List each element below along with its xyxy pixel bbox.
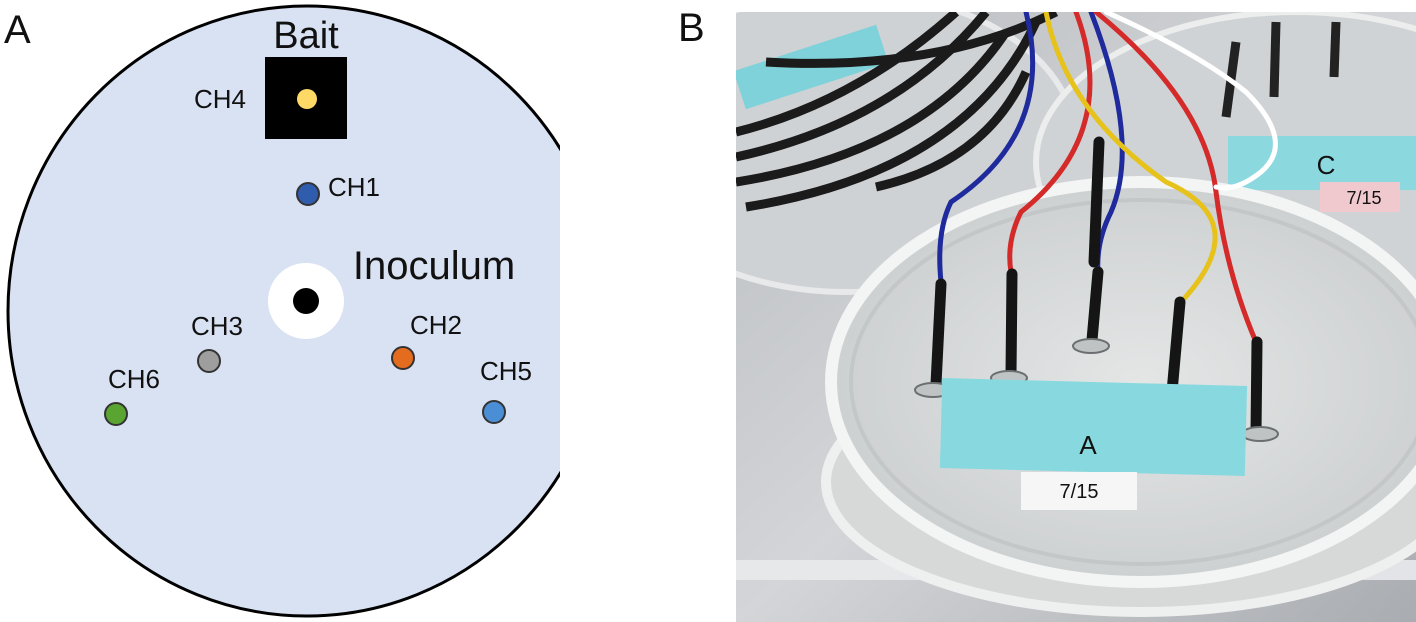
electrode-ch4 — [297, 89, 317, 109]
electrode-ch2 — [391, 346, 415, 370]
channel-label-ch4: CH4 — [194, 84, 246, 114]
channel-label-ch3: CH3 — [191, 311, 243, 341]
back-dish-date-tag — [1320, 182, 1400, 212]
channel-label-ch6: CH6 — [108, 364, 160, 394]
channel-ch1: CH1 — [296, 172, 380, 206]
plate-photo: C 7/15 — [736, 12, 1416, 622]
dish-date-label: 7/15 — [1060, 481, 1099, 503]
inoculum-label: Inoculum — [353, 244, 515, 288]
channel-ch6: CH6 — [104, 364, 160, 426]
channel-ch4: CH4 — [194, 84, 317, 114]
electrode-ch5 — [482, 400, 506, 424]
dish-tape-label: A — [1079, 430, 1097, 460]
channel-label-ch2: CH2 — [410, 310, 462, 340]
inoculum-spot — [293, 288, 319, 314]
dish-date-tag — [1021, 472, 1137, 510]
electrode-ch6 — [104, 402, 128, 426]
channel-ch2: CH2 — [391, 310, 462, 370]
channel-label-ch5: CH5 — [480, 356, 532, 386]
electrode-ch3 — [197, 349, 221, 373]
panel-label-b: B — [678, 6, 705, 50]
electrode-ch1 — [296, 182, 320, 206]
front-electrodes — [930, 136, 1263, 438]
back-dish-tape-label: C — [1317, 150, 1336, 180]
channel-ch3: CH3 — [191, 311, 243, 373]
channel-label-ch1: CH1 — [328, 172, 380, 202]
cable-bundle — [736, 12, 1059, 212]
back-dish-tape — [1228, 136, 1416, 190]
dish-tape — [939, 378, 1248, 476]
plate-diagram: Bait Inoculum CH1 CH2 CH3 CH4 CH5 CH6 — [6, 4, 560, 618]
panel-label-a: A — [4, 8, 31, 52]
back-dish-date-label: 7/15 — [1346, 188, 1381, 208]
channel-ch5: CH5 — [480, 356, 532, 424]
bait-label: Bait — [273, 15, 339, 57]
